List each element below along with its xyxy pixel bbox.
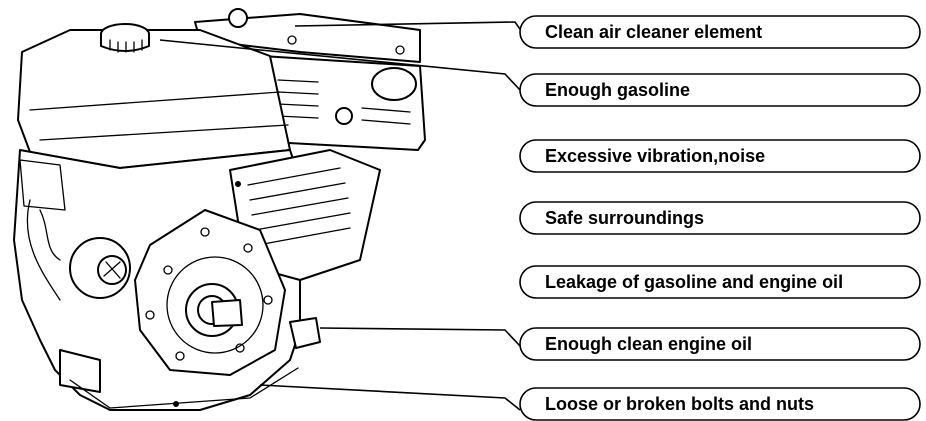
checklist-item-leakage: Leakage of gasoline and engine oil [520,266,920,298]
checklist-label: Enough clean engine oil [545,334,752,354]
checklist-label: Loose or broken bolts and nuts [545,394,814,414]
checklist-label: Clean air cleaner element [545,22,762,42]
checklist-item-air-cleaner: Clean air cleaner element [520,16,920,48]
checklist-item-bolts-nuts: Loose or broken bolts and nuts [520,388,920,420]
checklist-item-gasoline: Enough gasoline [520,74,920,106]
checklist-item-vibration-noise: Excessive vibration,noise [520,140,920,172]
checklist: Clean air cleaner element Enough gasolin… [520,16,920,420]
checklist-label: Safe surroundings [545,208,704,228]
checklist-item-surroundings: Safe surroundings [520,202,920,234]
engine-illustration [14,9,425,410]
checklist-item-engine-oil: Enough clean engine oil [520,328,920,360]
checklist-label: Enough gasoline [545,80,690,100]
leader-line-bolts [260,385,520,410]
checklist-label: Leakage of gasoline and engine oil [545,272,843,292]
checklist-label: Excessive vibration,noise [545,146,765,166]
leader-line-oil [320,328,520,346]
